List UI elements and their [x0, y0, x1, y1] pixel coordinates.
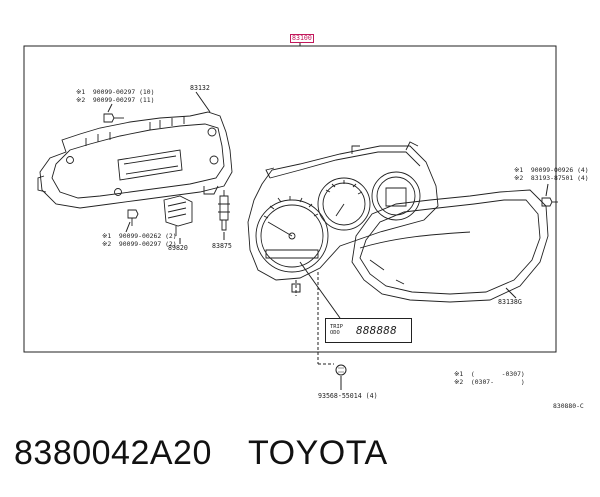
diagram-frame [23, 45, 557, 353]
part-number: 8380042A20 [14, 434, 212, 472]
screw-bottom-left [127, 209, 139, 226]
aux-gauge [371, 171, 421, 221]
tachometer-gauge [317, 177, 371, 231]
instrument-housing [37, 111, 233, 209]
connector-part [163, 195, 193, 236]
legend-line-2: ※2 (0307- ) [454, 378, 525, 386]
legend-line-1: ※1 ( -0307) [454, 370, 525, 378]
brand-name: TOYOTA [248, 434, 388, 472]
screw-top-left [103, 113, 124, 123]
screw-right [541, 197, 558, 207]
gauge-cluster [247, 141, 439, 281]
label-83875: 83875 [212, 242, 232, 250]
label-screw-right: ※1 90099-00926 (4) ※2 83193-87501 (4) [514, 166, 589, 182]
label-screw-left-bottom: ※1 90099-00262 (2) ※2 90099-00297 (2) [102, 232, 177, 248]
label-89820: 89820 [168, 244, 188, 252]
odometer-display: TRIP ODO 888888 [325, 318, 412, 343]
odometer-trip-label: TRIP ODO [330, 324, 343, 336]
label-83138g: 83138G [498, 298, 522, 306]
speedometer-gauge [255, 199, 329, 273]
assembly-code: 83100 [290, 34, 314, 43]
label-83132: 83132 [190, 84, 210, 92]
lens-cover [351, 189, 549, 303]
bulb-socket [218, 190, 230, 231]
diagram-reference: 830880-C [553, 402, 584, 410]
label-bulb: 93568-55014 (4) [318, 392, 378, 400]
odometer-digits: 888888 [356, 324, 397, 337]
bulb-icon [335, 364, 347, 376]
label-screw-left-top: ※1 90099-00297 (10) ※2 90099-00297 (11) [76, 88, 155, 104]
